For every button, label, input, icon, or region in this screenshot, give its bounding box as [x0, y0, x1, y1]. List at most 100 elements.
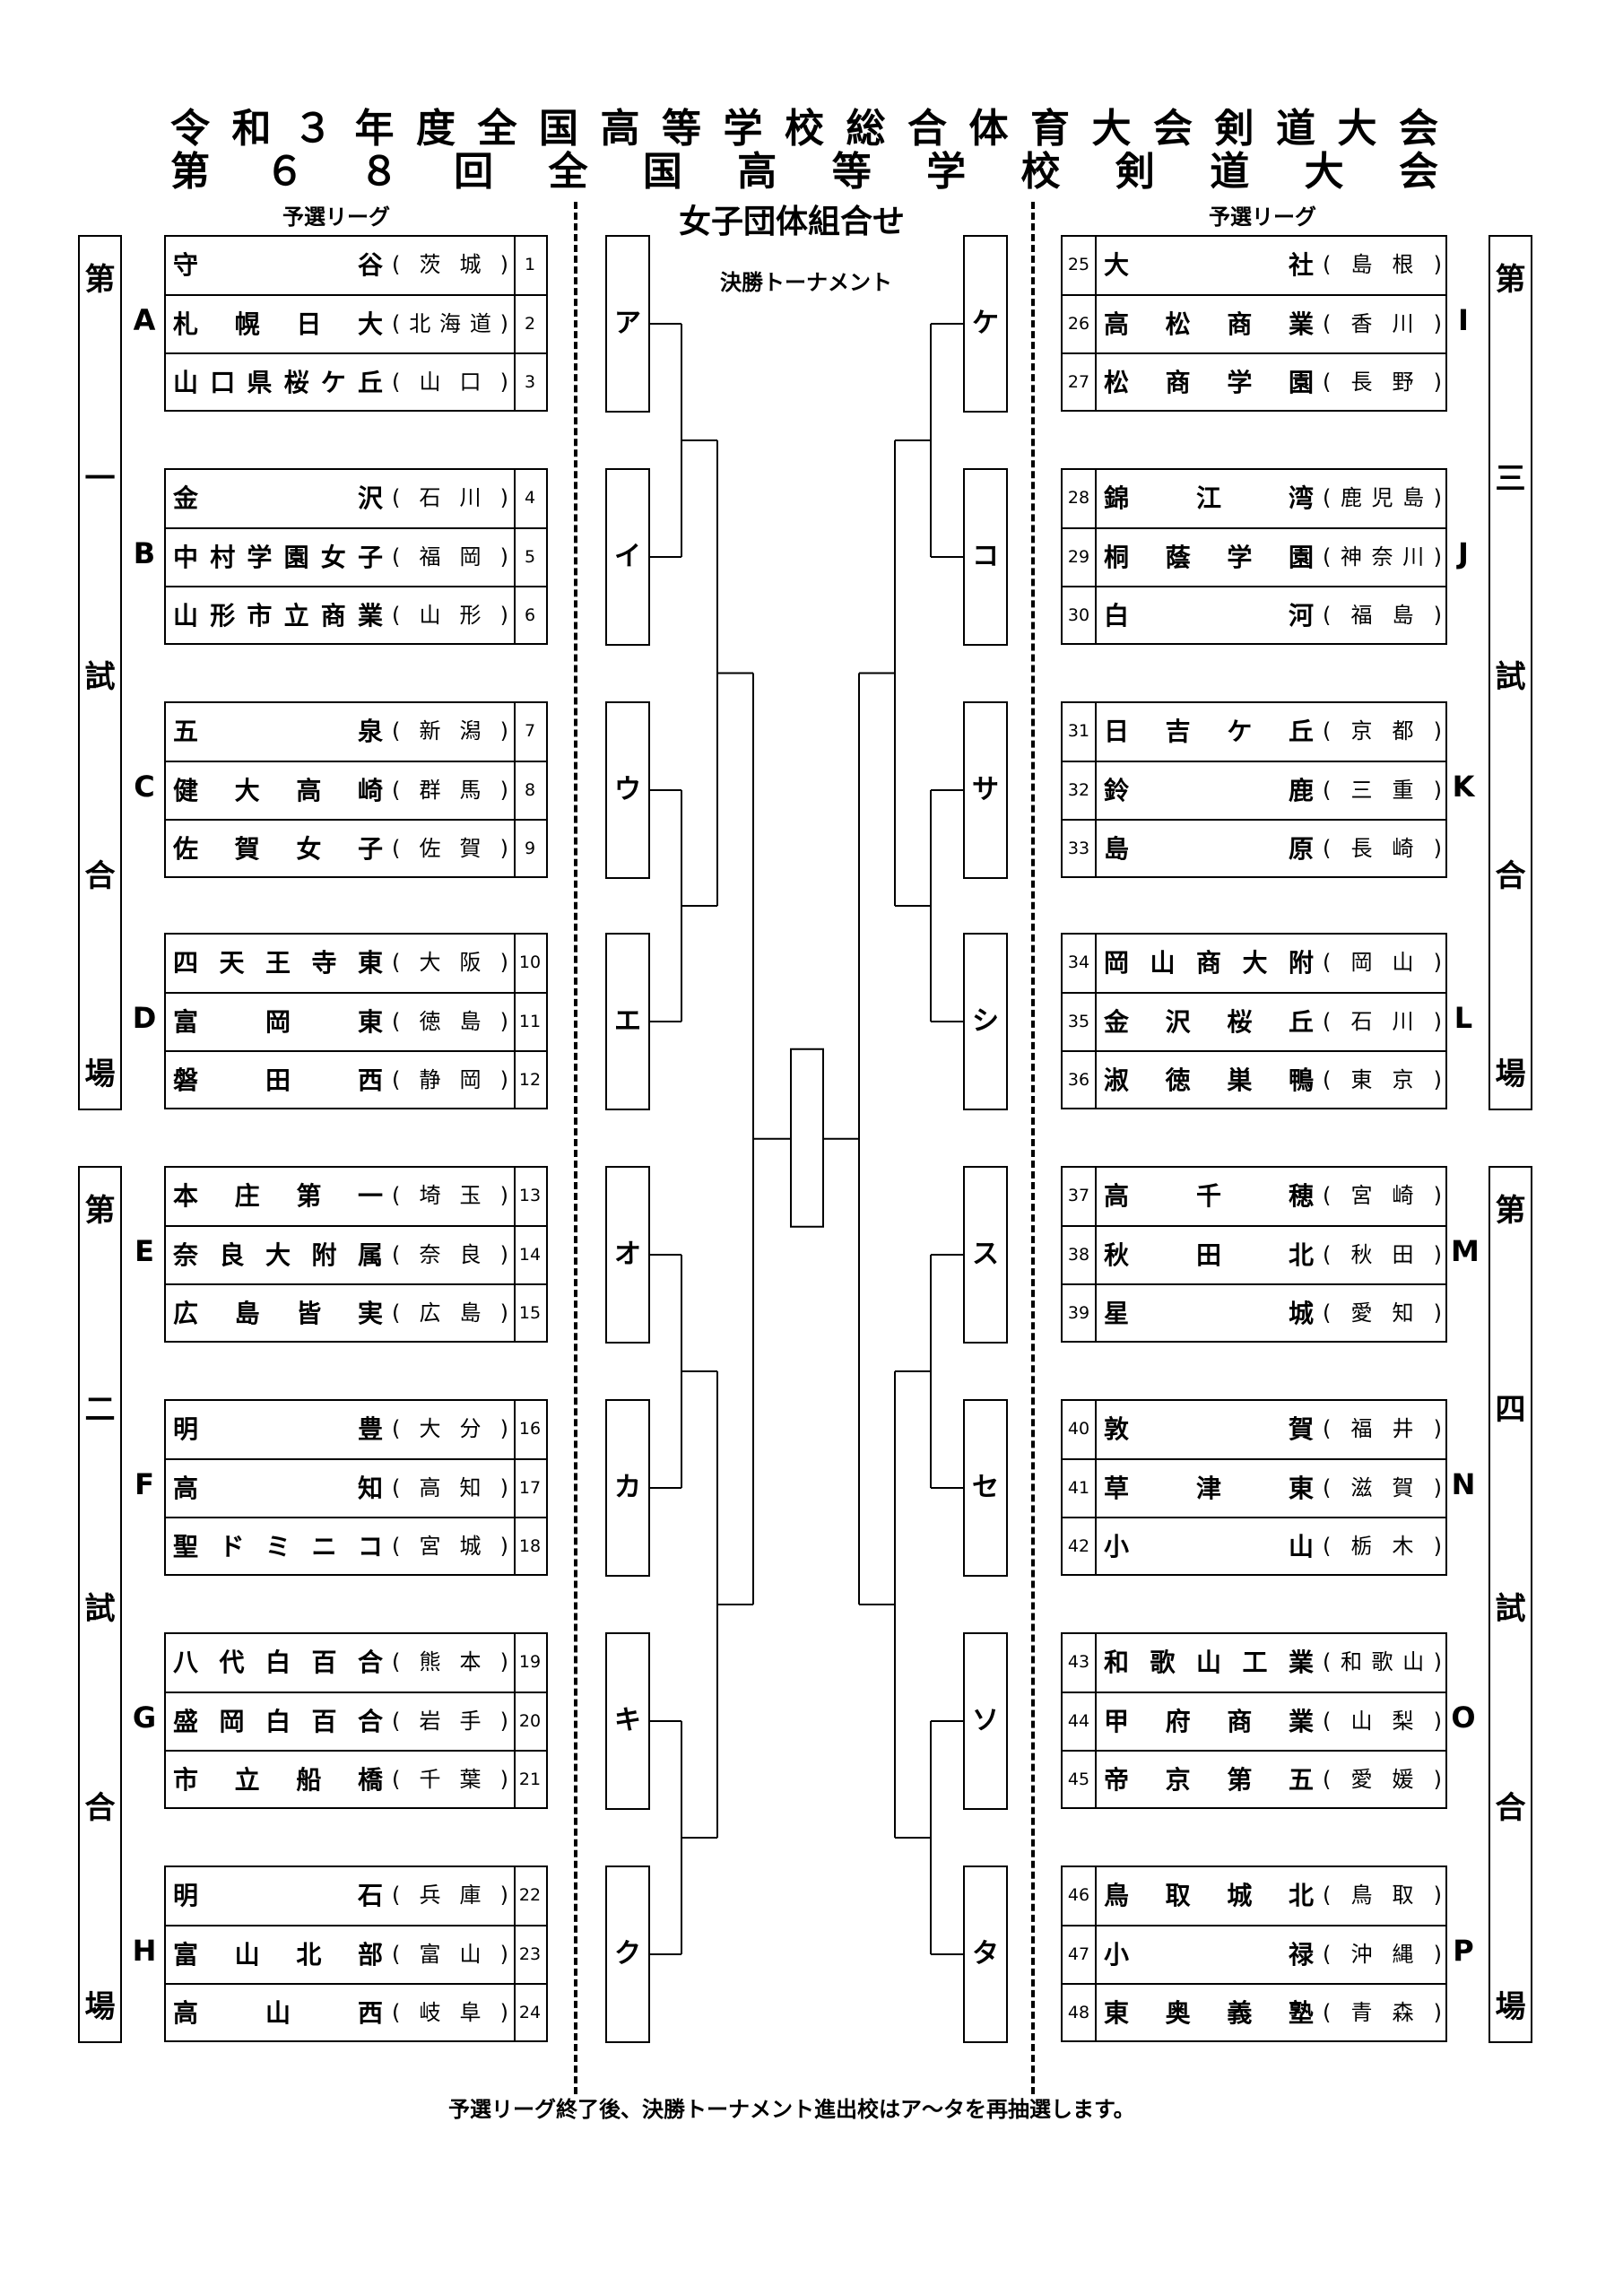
prefecture-char: (	[1323, 1942, 1332, 1967]
school-char: 東	[357, 1007, 383, 1037]
team-row: 高松商業(香川)26	[1063, 294, 1445, 352]
prefecture: (青森)	[1323, 1985, 1442, 2041]
venue-box: 第一試合場	[78, 235, 122, 1110]
team-row: 鈴鹿(三重)32	[1063, 761, 1445, 819]
prefecture-char: 形	[459, 603, 482, 628]
prefecture-char: 愛	[1350, 1300, 1373, 1326]
column-divider	[514, 470, 516, 643]
venue-char: 場	[84, 1989, 116, 2025]
school-char: 北	[1288, 1881, 1314, 1910]
team-number: 43	[1067, 1652, 1090, 1672]
school-char: 天	[219, 948, 245, 978]
prefecture-char: )	[499, 1067, 508, 1092]
team-row: 明石(兵庫)22	[166, 1867, 546, 1926]
school-char: 甲	[1104, 1707, 1130, 1736]
team-number: 19	[518, 1652, 542, 1672]
prefecture-char: )	[1433, 370, 1442, 395]
prefecture: (福島)	[1323, 587, 1442, 644]
prefecture-char: (	[1323, 1767, 1332, 1792]
team-number: 32	[1067, 780, 1090, 800]
column-divider	[1095, 1401, 1097, 1574]
prefecture-char: 歌	[1371, 1649, 1393, 1674]
school-name: 富岡東	[166, 994, 390, 1050]
prefecture-char: (	[392, 1183, 401, 1208]
school-char: 庄	[234, 1181, 260, 1211]
school-char: 工	[1242, 1648, 1268, 1677]
title-char: 会	[1399, 106, 1438, 152]
prefecture-char: (	[392, 1767, 401, 1792]
prefecture-char: )	[1433, 1416, 1442, 1441]
prefecture-char: 静	[419, 1067, 441, 1092]
school-char: 合	[357, 1648, 383, 1677]
school-char: 松	[1165, 309, 1191, 339]
prefecture: (長野)	[1323, 354, 1442, 411]
school-char: 五	[1288, 1765, 1314, 1795]
school-char: 大	[357, 309, 383, 339]
school-name: 草津東	[1097, 1460, 1321, 1517]
prefecture-char: )	[499, 718, 508, 744]
school-name: 金沢桜丘	[1097, 994, 1321, 1050]
prefecture: (静岡)	[392, 1052, 508, 1109]
team-row: 奈良大附属(奈良)14	[166, 1225, 546, 1283]
school-char: 属	[357, 1240, 383, 1270]
prefecture-char: )	[499, 950, 508, 975]
prefecture: (宮城)	[392, 1518, 508, 1575]
group-letter: B	[133, 536, 156, 570]
prefecture-char: 崎	[1392, 836, 1414, 861]
school-name: 明石	[166, 1867, 390, 1924]
prefecture-char: )	[1433, 544, 1442, 570]
school-name: 和歌山工業	[1097, 1634, 1321, 1691]
school-char: 四	[173, 948, 199, 978]
title-char: 総	[846, 106, 886, 152]
team-number: 15	[518, 1303, 542, 1323]
column-divider	[1095, 1867, 1097, 2040]
prefecture-char: 山	[459, 1942, 482, 1967]
prefecture-char: 群	[419, 778, 441, 803]
prefecture-char: )	[499, 1883, 508, 1908]
team-number: 14	[518, 1245, 542, 1265]
venue-char: 合	[84, 857, 116, 894]
prefecture-char: 滋	[1350, 1475, 1373, 1500]
school-char: 附	[311, 1240, 337, 1270]
prefecture: (三重)	[1323, 762, 1442, 819]
prefecture-char: )	[499, 2000, 508, 2025]
school-char: 取	[1165, 1881, 1191, 1910]
school-char: 島	[1104, 834, 1130, 864]
prefecture: (新潟)	[392, 703, 508, 760]
school-char: 第	[296, 1181, 322, 1211]
prefecture-char: 崎	[1392, 1183, 1414, 1208]
title-char: 第	[170, 149, 210, 195]
prefecture-char: (	[1323, 485, 1332, 510]
prefecture-char: (	[1323, 2000, 1332, 2025]
team-number: 17	[518, 1478, 542, 1498]
school-name: 帝京第五	[1097, 1752, 1321, 1808]
school-name: 島原	[1097, 821, 1321, 877]
team-row: 市立船橋(千葉)21	[166, 1750, 546, 1808]
school-char: 八	[173, 1648, 199, 1677]
page-subtitle: 女子団体組合せ	[679, 204, 906, 240]
team-number: 46	[1067, 1885, 1090, 1905]
school-char: 附	[1288, 948, 1314, 978]
team-number: 12	[518, 1070, 542, 1090]
prefecture-char: (	[392, 1649, 401, 1674]
prefecture-char: )	[499, 1767, 508, 1792]
school-char: 高	[1104, 1181, 1130, 1211]
team-row: 富山北部(富山)23	[166, 1925, 546, 1983]
school-name: 松商学園	[1097, 354, 1321, 411]
tournament-slot: セ	[963, 1399, 1008, 1577]
school-char: 城	[1227, 1881, 1253, 1910]
school-char: 金	[1104, 1007, 1130, 1037]
team-number: 37	[1067, 1186, 1090, 1205]
team-row: 甲府商業(山梨)44	[1063, 1692, 1445, 1750]
school-name: 本庄第一	[166, 1168, 390, 1224]
school-char: 大	[1242, 948, 1268, 978]
title-char: ８	[359, 149, 399, 195]
prefecture-char: )	[1433, 1183, 1442, 1208]
school-char: 橋	[357, 1765, 383, 1795]
prefecture-char: 佐	[419, 836, 441, 861]
